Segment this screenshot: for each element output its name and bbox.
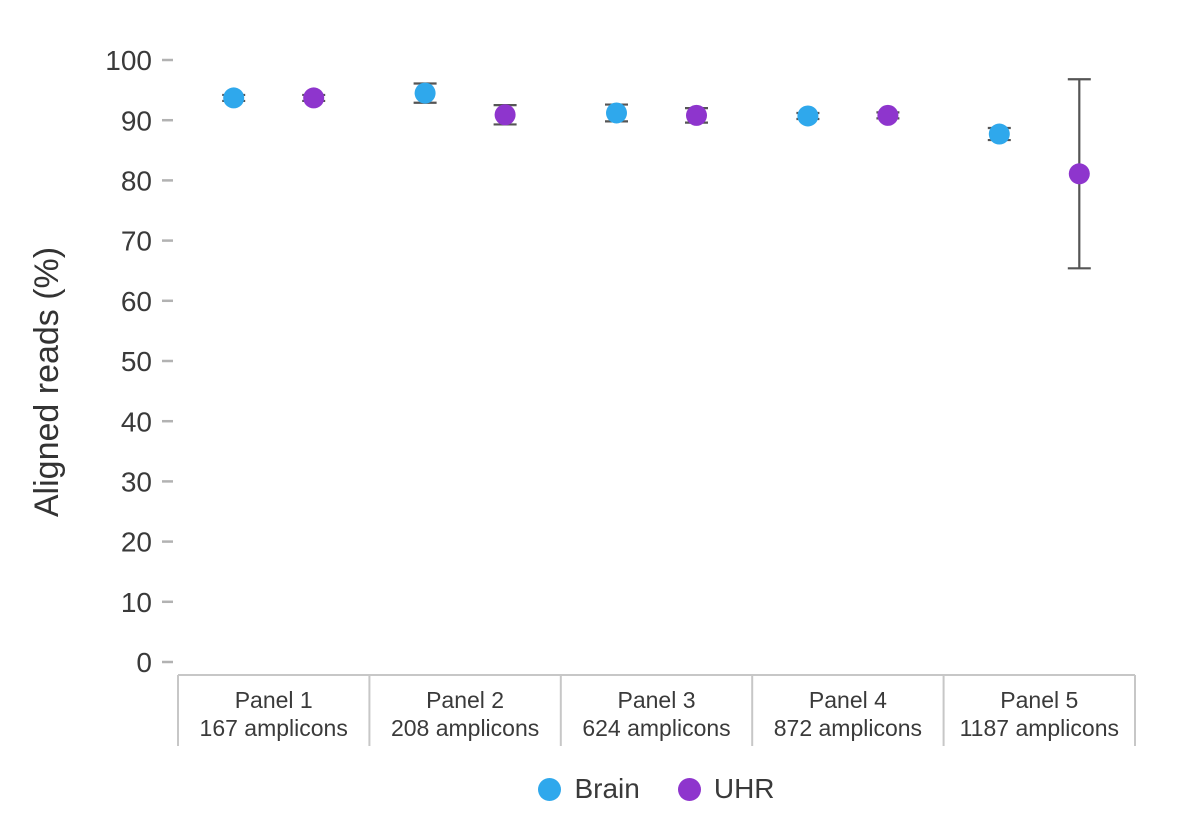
brain-point-panel-2 (414, 82, 436, 104)
y-tick-label: 30 (121, 466, 152, 497)
category-sublabel: 208 amplicons (391, 715, 539, 741)
legend-item-brain: Brain (538, 773, 640, 805)
category-label: Panel 1 (235, 687, 313, 713)
uhr-series-dot-icon (677, 777, 701, 801)
y-tick-label: 90 (121, 105, 152, 136)
uhr-point-panel-4 (877, 104, 899, 126)
legend: Brain UHR (178, 770, 1135, 808)
y-tick-label: 0 (136, 647, 152, 678)
y-tick-label: 10 (121, 587, 152, 618)
brain-series-dot-icon (538, 777, 562, 801)
brain-point-panel-5 (988, 123, 1010, 145)
legend-label-uhr: UHR (713, 773, 775, 804)
category-label: Panel 3 (617, 687, 695, 713)
y-tick-label: 50 (121, 346, 152, 377)
y-tick-label: 60 (121, 286, 152, 317)
category-sublabel: 167 amplicons (200, 715, 348, 741)
category-sublabel: 1187 amplicons (960, 715, 1119, 741)
uhr-point-panel-5 (1068, 163, 1090, 185)
category-sublabel: 872 amplicons (774, 715, 922, 741)
category-sublabel: 624 amplicons (582, 715, 730, 741)
brain-point-panel-1 (223, 87, 245, 109)
y-tick-label: 70 (121, 226, 152, 257)
legend-label-brain: Brain (574, 773, 640, 804)
category-label: Panel 4 (809, 687, 887, 713)
uhr-point-panel-1 (303, 87, 325, 109)
y-tick-label: 40 (121, 406, 152, 437)
y-tick-label: 100 (105, 45, 152, 76)
category-label: Panel 2 (426, 687, 504, 713)
legend-item-uhr: UHR (677, 773, 775, 805)
y-tick-label: 80 (121, 165, 152, 196)
category-label: Panel 5 (1000, 687, 1078, 713)
y-tick-label: 20 (121, 527, 152, 558)
brain-point-panel-3 (606, 102, 627, 124)
uhr-point-panel-3 (686, 104, 707, 126)
uhr-point-panel-2 (494, 104, 516, 126)
brain-point-panel-4 (797, 105, 819, 127)
